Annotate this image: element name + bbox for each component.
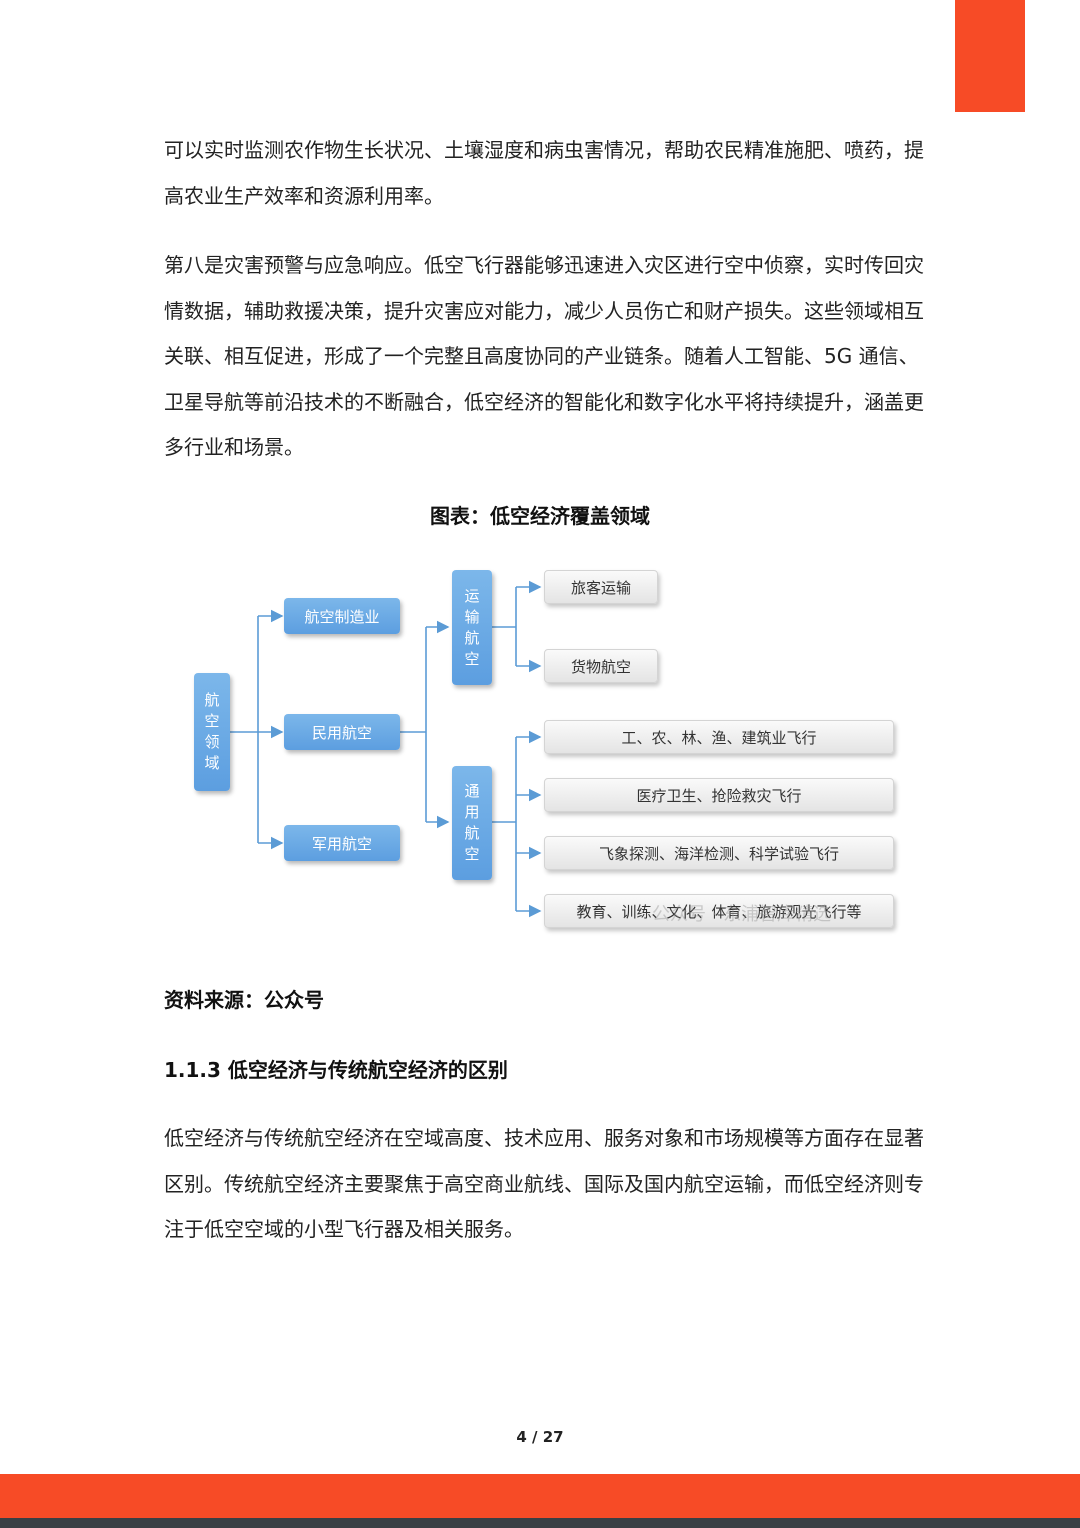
watermark: 公众号 · 东浦智库精选 [652,904,832,925]
transport-char: 运 [464,586,480,605]
node-civil-aviation: 民用航空 [284,714,400,750]
root-char: 域 [204,754,220,772]
paragraph-1: 可以实时监测农作物生长状况、土壤湿度和病虫害情况，帮助农民精准施肥、喷药，提高农… [164,138,924,208]
node-aviation-manufacturing: 航空制造业 [284,598,400,634]
root-char: 航 [204,691,220,709]
transport-char: 输 [464,607,480,626]
root-node-aviation-domain: 航 空 领 域 [194,673,230,791]
root-char: 领 [204,733,220,751]
leaf-industry-flight: 工、农、林、渔、建筑业飞行 [544,720,894,754]
general-char: 通 [464,782,480,800]
top-accent-tab [955,0,1025,112]
leaf-passenger-transport: 旅客运输 [544,570,658,604]
source-note: 资料来源：公众号 [164,988,324,1012]
page-number: 4 / 27 [516,1428,564,1446]
node-transport-aviation: 运 输 航 空 [452,570,492,685]
transport-char: 空 [464,649,480,668]
coverage-diagram: 航 空 领 域 航空制造业 民用航空 军用航空 运 输 航 空 通 用 航 空 … [190,560,910,950]
leaf-survey-research-flight: 飞象探测、海洋检测、科学试验飞行 [544,836,894,870]
figure-title: 图表：低空经济覆盖领域 [430,504,650,528]
general-char: 空 [464,845,480,863]
general-char: 用 [464,803,480,821]
paragraph-2: 第八是灾害预警与应急响应。低空飞行器能够迅速进入灾区进行空中侦察，实时传回灾情数… [164,253,924,459]
general-char: 航 [464,824,480,842]
leaf-education-tourism-flight: 教育、训练、文化、体育、旅游观光飞行等 [544,894,894,928]
node-military-aviation: 军用航空 [284,825,400,861]
footer-dark-strip [0,1518,1080,1528]
leaf-medical-rescue-flight: 医疗卫生、抢险救灾飞行 [544,778,894,812]
footer-accent-bar [0,1474,1080,1518]
leaf-cargo-aviation: 货物航空 [544,649,658,683]
connector-lines [230,580,542,918]
node-general-aviation: 通 用 航 空 [452,766,492,880]
paragraph-3: 低空经济与传统航空经济在空域高度、技术应用、服务对象和市场规模等方面存在显著区别… [164,1126,924,1241]
root-char: 空 [204,712,220,730]
transport-char: 航 [464,628,480,647]
section-heading: 1.1.3 低空经济与传统航空经济的区别 [164,1058,508,1082]
